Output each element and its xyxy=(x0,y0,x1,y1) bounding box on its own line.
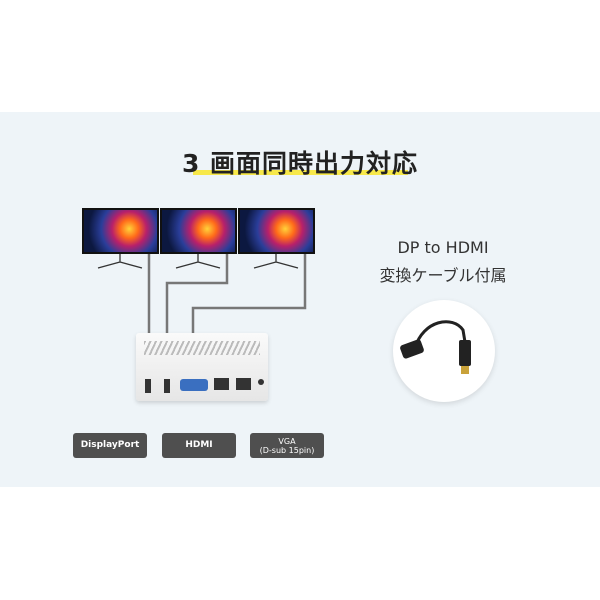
audio-port xyxy=(258,379,264,385)
port-label: HDMI xyxy=(185,440,213,450)
monitor-stand xyxy=(175,254,221,269)
label-displayport: DisplayPort xyxy=(73,433,147,458)
port-label: VGA xyxy=(278,436,296,446)
hdmi-port xyxy=(164,379,170,393)
lan-port xyxy=(236,378,251,390)
vga-port xyxy=(180,379,208,391)
monitor-stand xyxy=(253,254,299,269)
monitor-2 xyxy=(160,208,237,254)
adapter-cable-icon xyxy=(400,320,471,374)
monitor-stand xyxy=(97,254,143,269)
adapter-line2: 変換ケーブル付属 xyxy=(379,266,507,285)
label-vga: VGA(D-sub 15pin) xyxy=(250,433,324,458)
displayport-port xyxy=(145,379,151,393)
monitor-3 xyxy=(238,208,315,254)
page-title: 3 画面同時出力対応 xyxy=(181,149,419,178)
lan-port xyxy=(214,378,229,390)
monitor-1 xyxy=(82,208,159,254)
mini-pc xyxy=(136,333,268,401)
adapter-photo xyxy=(393,300,495,402)
port-label: DisplayPort xyxy=(80,440,140,450)
adapter-line1: DP to HDMI xyxy=(397,238,489,257)
label-hdmi: HDMI xyxy=(162,433,236,458)
title-underline xyxy=(193,170,408,175)
port-sublabel: (D-sub 15pin) xyxy=(259,445,315,455)
